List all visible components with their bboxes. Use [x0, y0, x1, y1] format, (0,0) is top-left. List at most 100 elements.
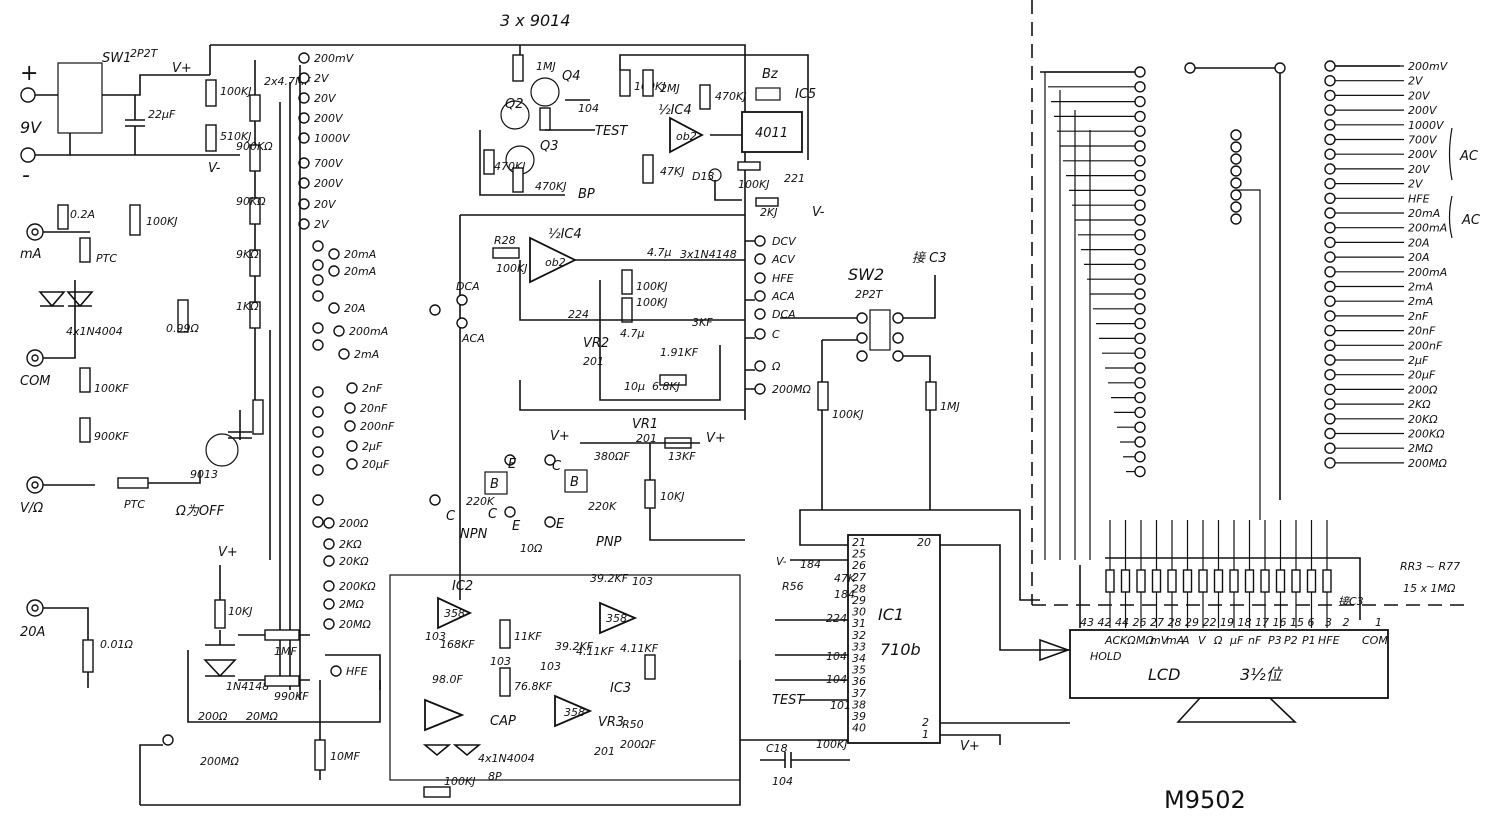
range-pad-13 [338, 348, 350, 360]
ic1-chip [847, 534, 941, 744]
ic4b-label: ½IC4 [548, 227, 582, 242]
ic1-pin-40: 40 [852, 722, 866, 735]
right-col-pad-6 [1134, 155, 1146, 167]
array-resistor-11 [1260, 569, 1270, 593]
lcd-seg-2: KΩ [1120, 634, 1136, 647]
r9-value: 0.99Ω [166, 322, 199, 335]
c20-value: 8P [488, 770, 502, 783]
r34-value: 1MJ [536, 60, 556, 73]
range-label-24: 20MΩ [339, 618, 371, 631]
left-extra-pad-1 [312, 259, 324, 271]
ic4a-opamp [669, 116, 704, 154]
right-pad-1 [1324, 74, 1336, 87]
mode-label-7: 200MΩ [772, 383, 811, 396]
c-label: C [446, 509, 456, 524]
lcd-seg-4: mV [1150, 634, 1170, 647]
range-label-4: 1000V [314, 132, 351, 145]
buzzer-section: 100KJ 2MJ 47KJ ½IC4 ob2 470KJ D13 4011 I… [619, 54, 825, 220]
ac-label-1: AC [1459, 149, 1479, 164]
right-col-pad-0 [1134, 66, 1146, 78]
right-pad-16 [1324, 295, 1336, 307]
q4-transistor [530, 77, 560, 107]
r27-value: 470KJ [535, 180, 566, 193]
ac-label-2: AC [1461, 213, 1481, 228]
lcd-seg-3: MΩ [1136, 634, 1154, 647]
sw1-label: SW1 [102, 51, 131, 66]
ic1-pin-26: 26 [852, 559, 866, 572]
buzzer [755, 87, 781, 101]
array-resistor-4 [1151, 569, 1162, 593]
pnp-c: C [552, 459, 562, 474]
sw2-pin-4 [892, 312, 904, 324]
range-label-21: 20KΩ [339, 555, 369, 568]
range-label-0: 200mV [314, 52, 355, 65]
lcd-seg-5: mA [1166, 634, 1184, 647]
resistor-array-label: RR3 ~ R77 [1400, 560, 1460, 573]
v-ohm-jack-label: V/Ω [20, 501, 43, 516]
q4-label: Q4 [562, 69, 581, 84]
left-extra-pad-12 [312, 516, 324, 528]
sw-200mohm-pad [162, 734, 174, 746]
range-pad-2 [298, 92, 310, 104]
lcd-seg-0: HOLD [1090, 650, 1122, 663]
right-label-23: 2KΩ [1408, 398, 1431, 411]
range-label-10: 20mA [344, 265, 376, 278]
left-range-switch: 200mV2V20V200V1000V700V200V20V2V20mA20mA… [269, 52, 395, 700]
r17-resistor [129, 204, 141, 236]
sw1-type: 2P2T [130, 47, 159, 60]
r46-value: 4.11KF [576, 645, 615, 658]
right-pad-2 [1324, 89, 1336, 102]
right-col-pad-12 [1134, 243, 1146, 256]
right-label-6: 200V [1408, 148, 1438, 161]
r16-value: 100KF [94, 382, 129, 395]
right-pad-10 [1324, 207, 1336, 219]
right-pad-4 [1324, 119, 1336, 131]
q1-transistor [205, 433, 239, 467]
mid-col-pad-5 [1230, 189, 1242, 201]
20a-jack-label: 20A [20, 625, 45, 640]
vplus-label-5: V+ [960, 739, 980, 754]
diodes-value: 4x1N4004 [66, 325, 123, 338]
lcd-pin-2: 2 [1343, 616, 1350, 629]
mid-col-pad-6 [1230, 201, 1242, 213]
range-label-19: 200Ω [339, 517, 369, 530]
ohm-reference-section: V+ 10KJ 1N4148 1MF 990KF 10MF 200Ω 20MΩ … [139, 545, 741, 806]
r19-value: 1MF [274, 645, 297, 658]
r40-value: 10KJ [660, 490, 684, 503]
right-switch-wires [1044, 72, 1261, 560]
r60-label: PTC [124, 498, 145, 511]
range-label-7: 20V [314, 198, 337, 211]
npn-e: E [508, 457, 517, 472]
range-pad-12 [333, 325, 345, 337]
npn-c-pad [504, 506, 516, 518]
pnp-socket-b [564, 469, 588, 493]
ac-braces [1448, 127, 1453, 239]
transistor-section: 3 x 9014 Q2 Q4 Q3 1MJ 470KJ 470KJ 104 TE… [479, 11, 628, 202]
ic1-pin-27: 27 [852, 571, 866, 584]
r43-resistor [499, 667, 511, 697]
dca-label: DCA [456, 280, 480, 293]
c21-value: 221 [784, 172, 805, 185]
c6-value: 4.7μ [647, 246, 672, 259]
right-pad-26 [1324, 442, 1336, 454]
r40-resistor [644, 479, 656, 509]
right-col-pad-25 [1134, 436, 1146, 448]
left-extra-pad-0 [312, 240, 324, 252]
pnp-c-pad [544, 454, 556, 466]
array-resistor-9 [1229, 569, 1239, 593]
npn-e2: E [512, 519, 521, 534]
range-label-14: 2nF [362, 382, 383, 395]
range-label-2: 20V [314, 92, 337, 105]
q1-wires [148, 410, 252, 484]
r28-resistor [492, 247, 520, 259]
ic1-pin-30: 30 [852, 606, 866, 619]
ptc-resistor [79, 237, 91, 263]
right-col-pad-18 [1134, 332, 1146, 345]
r35b-value: 10Ω [520, 542, 543, 555]
range-label-13: 2mA [354, 348, 379, 361]
ac-converter-wires [519, 259, 745, 401]
array-resistor-1 [1105, 569, 1115, 593]
ic4a-label: ½IC4 [658, 103, 692, 118]
r2-resistor [249, 144, 261, 172]
range-pad-22 [323, 580, 335, 592]
